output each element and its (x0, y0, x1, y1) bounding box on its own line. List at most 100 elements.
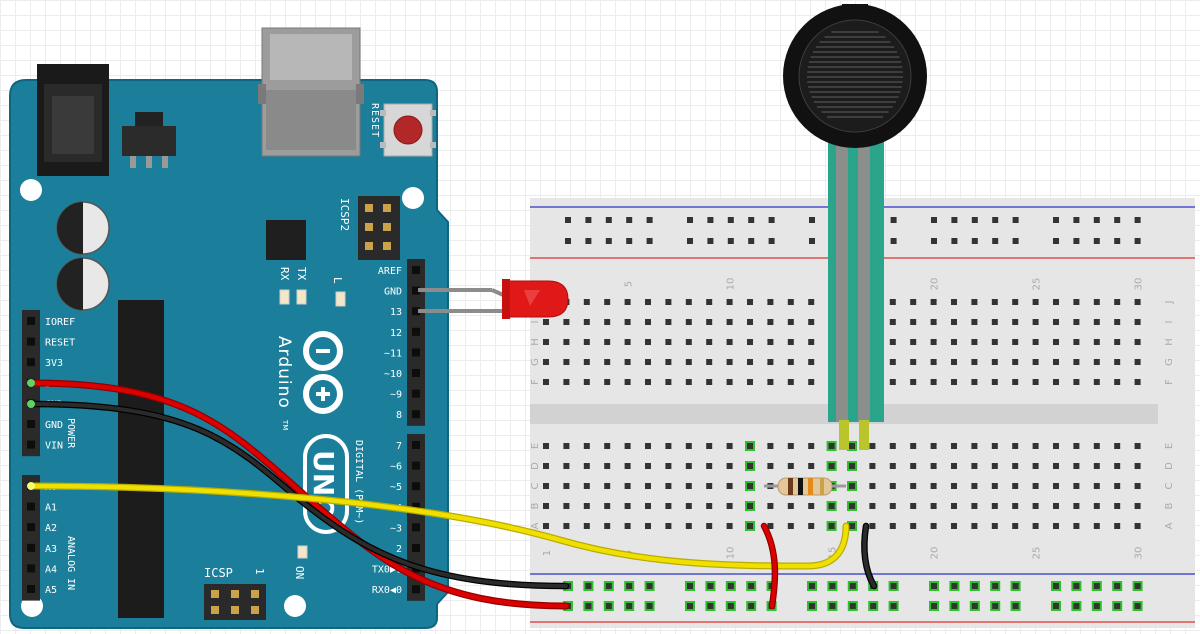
breadboard-hole (563, 523, 570, 529)
mounting-hole (20, 179, 42, 201)
breadboard-hole (930, 359, 937, 365)
digital-pin-label: TX0▶1 (372, 565, 402, 576)
breadboard-hole (726, 523, 733, 529)
power-pin-socket (27, 317, 35, 325)
breadboard-hole (1073, 319, 1080, 325)
wire-endpoint (27, 400, 35, 408)
breadboard-hole (706, 319, 713, 325)
breadboard-hole (1032, 463, 1039, 469)
breadboard-hole (543, 319, 549, 325)
power-pin-socket (27, 440, 35, 449)
breadboard-hole (889, 319, 896, 325)
atmega-chip (118, 300, 164, 618)
rail-hole (971, 603, 978, 609)
breadboard-hole (971, 483, 978, 489)
rail-hole (971, 217, 978, 223)
breadboard-hole (706, 503, 713, 509)
breadboard-hole (767, 379, 774, 385)
row-letter: H (530, 338, 541, 346)
breadboard-hole (645, 379, 651, 385)
rail-hole (707, 238, 714, 244)
column-number: 15 (828, 547, 839, 560)
breadboard-hole (1134, 483, 1141, 489)
icsp-pin1-label: 1 (253, 568, 266, 575)
breadboard-hole (604, 443, 611, 449)
rail-hole (829, 583, 836, 589)
rail-hole (951, 583, 958, 589)
breadboard-hole (726, 359, 733, 365)
breadboard-hole (889, 339, 896, 345)
breadboard-hole (951, 503, 957, 509)
digital-pin-socket (412, 307, 420, 316)
rail-hole (1053, 603, 1059, 609)
breadboard-hole (767, 299, 774, 305)
breadboard-hole (706, 299, 713, 305)
breadboard-hole (971, 443, 978, 449)
rx-led (279, 289, 290, 305)
breadboard-hole (604, 483, 611, 489)
breadboard-hole (991, 339, 998, 345)
usb-connector (258, 27, 364, 157)
brand-label: Arduino (274, 336, 294, 409)
breadboard-hole (543, 379, 549, 385)
digital-pin-label: ~11 (384, 348, 402, 359)
breadboard-hole (1073, 339, 1080, 345)
digital-pin-label: ~6 (390, 462, 402, 473)
row-letter: E (530, 443, 541, 449)
breadboard-hole (624, 319, 631, 325)
row-letter: A (1164, 522, 1175, 529)
breadboard-hole (543, 483, 549, 489)
row-letter: G (530, 358, 541, 366)
breadboard-hole (604, 463, 611, 469)
rail-hole (1073, 238, 1080, 244)
breadboard-hole (1032, 299, 1039, 305)
digital-pin-socket (412, 585, 420, 594)
breadboard-hole (1093, 359, 1100, 365)
l-led (335, 291, 346, 307)
breadboard-hole (1093, 523, 1100, 529)
breadboard-hole (645, 483, 651, 489)
breadboard-hole (1032, 483, 1039, 489)
breadboard-hole (1134, 503, 1141, 509)
breadboard-hole (971, 319, 978, 325)
breadboard-hole (706, 463, 713, 469)
red-led (418, 279, 569, 319)
rail-hole (565, 217, 571, 223)
breadboard-hole (971, 523, 978, 529)
breadboard-hole (991, 359, 998, 365)
breadboard-hole (665, 523, 672, 529)
breadboard-hole (910, 463, 917, 469)
icsp-label: ICSP (204, 566, 233, 580)
breadboard-hole (889, 463, 896, 469)
rail-hole (605, 217, 612, 223)
breadboard-hole (1114, 503, 1121, 509)
rail-hole (707, 583, 714, 589)
breadboard-hole (1093, 379, 1100, 385)
digital-section-label: DIGITAL (PWM~) (353, 440, 364, 524)
breadboard-hole (1134, 443, 1141, 449)
breadboard-hole (543, 339, 549, 345)
breadboard-hole (706, 483, 713, 489)
breadboard-hole (787, 379, 794, 385)
analog-pin-label: A3 (45, 544, 57, 555)
rail-hole (1114, 217, 1121, 223)
rail-hole (687, 583, 693, 589)
breadboard-hole (767, 503, 774, 509)
breadboard-hole (726, 443, 733, 449)
row-letter: A (530, 522, 541, 529)
breadboard-hole (808, 359, 815, 365)
row-letter: C (1164, 482, 1175, 489)
rail-hole (646, 238, 653, 244)
rail-hole (1012, 583, 1019, 589)
wire-endpoint (27, 482, 35, 490)
breadboard-hole (543, 359, 549, 365)
breadboard-hole (1073, 483, 1080, 489)
column-number: 5 (624, 281, 635, 287)
breadboard-hole (1073, 523, 1080, 529)
power-section-label: POWER (65, 418, 76, 449)
breadboard-hole (910, 319, 917, 325)
digital-pin-label: 2 (396, 544, 402, 555)
breadboard-hole (645, 503, 651, 509)
